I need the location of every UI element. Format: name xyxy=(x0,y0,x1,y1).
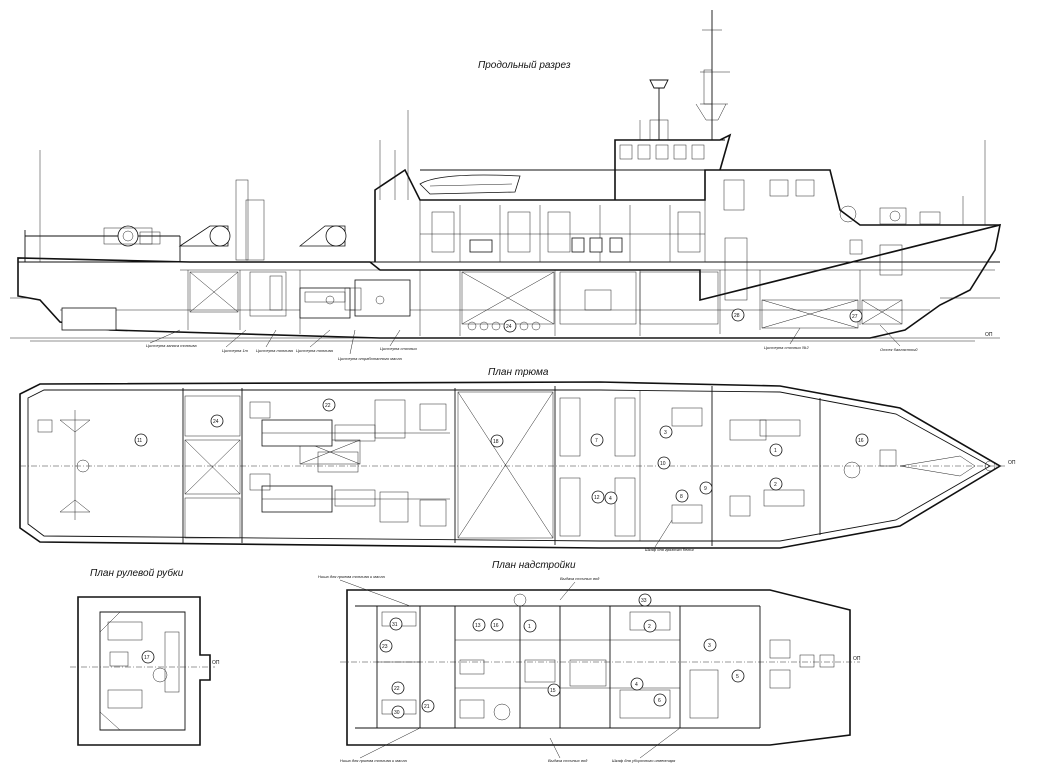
svg-text:13: 13 xyxy=(475,623,481,629)
profile-title: Продольный разрез xyxy=(478,60,571,71)
svg-text:18: 18 xyxy=(493,439,499,445)
frame-label-wheelhouse: ОП xyxy=(212,660,220,666)
svg-text:Цистерна топлива: Цистерна топлива xyxy=(296,348,334,353)
svg-text:1: 1 xyxy=(528,624,531,630)
svg-text:2: 2 xyxy=(774,482,777,488)
hold-plan-view: План трюма ОП xyxy=(19,367,1016,552)
svg-text:8: 8 xyxy=(680,494,683,500)
wheelhouse-plan-inner xyxy=(99,611,186,731)
svg-text:Цистерна сточных №2: Цистерна сточных №2 xyxy=(764,345,809,350)
svg-text:3: 3 xyxy=(708,643,711,649)
wheelhouse-room-marker xyxy=(141,650,155,664)
superstructure-plan-view: План надстройки ОП xyxy=(318,560,861,763)
svg-text:33: 33 xyxy=(641,598,647,604)
hold-plan-title: План трюма xyxy=(488,367,549,378)
svg-text:4: 4 xyxy=(609,496,612,502)
svg-text:9: 9 xyxy=(704,486,707,492)
svg-text:Ниша для приема топлива и масл: Ниша для приема топлива и масла xyxy=(318,574,385,579)
svg-text:31: 31 xyxy=(392,622,398,628)
superstructure-partitions xyxy=(376,606,761,728)
deckhouse-windows xyxy=(619,144,815,211)
bow-equipment xyxy=(839,205,941,255)
hold-plan-inner-hull xyxy=(27,389,991,542)
transom-block xyxy=(61,307,117,331)
svg-text:Шкаф для уборочного инвентаря: Шкаф для уборочного инвентаря xyxy=(612,758,676,763)
aft-compartment xyxy=(37,410,91,520)
wheelhouse-plan-view: План рулевой рубки ОП 17 xyxy=(70,567,220,746)
anchor-windlass-icon xyxy=(103,225,161,247)
hold-engines xyxy=(249,399,450,527)
hold-cabins xyxy=(559,397,996,537)
svg-text:Цистерна топлива: Цистерна топлива xyxy=(256,348,294,353)
svg-text:4: 4 xyxy=(635,682,638,688)
superstructure-room-markers: 31 23 21 30 22 15 13 16 4 5 6 1 2 3 33 xyxy=(379,593,745,719)
profile-room-markers: 24 28 27 xyxy=(467,308,863,333)
hold-room-markers: 11 24 22 18 7 12 3 1 2 16 10 4 8 9 xyxy=(134,398,869,505)
svg-text:Выдача сточных вод: Выдача сточных вод xyxy=(548,758,588,763)
profile-bulkheads xyxy=(187,270,861,336)
wheelhouse-console xyxy=(99,611,180,731)
svg-text:11: 11 xyxy=(137,438,142,444)
svg-text:15: 15 xyxy=(550,688,556,694)
profile-view: Продольный разрез xyxy=(10,10,1002,361)
frame-label-profile: ОП xyxy=(985,332,993,338)
wheelhouse-plan-title: План рулевой рубки xyxy=(90,567,184,579)
svg-text:Ниша для приема топлива и масл: Ниша для приема топлива и масла xyxy=(340,758,407,763)
svg-text:7: 7 xyxy=(595,438,598,444)
svg-text:16: 16 xyxy=(858,438,864,444)
liferaft-icon xyxy=(379,110,521,200)
superstructure-notes: Ниша для приема топлива и масла Выдача с… xyxy=(318,574,681,763)
svg-text:Цистерна отработанного масла: Цистерна отработанного масла xyxy=(338,356,403,361)
profile-tanks xyxy=(189,244,903,329)
svg-text:22: 22 xyxy=(394,686,400,692)
svg-text:27: 27 xyxy=(852,314,858,320)
svg-text:24: 24 xyxy=(506,324,512,330)
svg-text:24: 24 xyxy=(213,419,219,425)
svg-text:17: 17 xyxy=(144,655,150,661)
hold-plan-hull xyxy=(19,381,1002,549)
svg-text:12: 12 xyxy=(594,495,600,501)
svg-text:1: 1 xyxy=(774,448,777,454)
svg-text:21: 21 xyxy=(424,704,430,710)
svg-text:Цистерна 1т: Цистерна 1т xyxy=(222,348,249,353)
svg-text:Цистерна запаса топлива: Цистерна запаса топлива xyxy=(146,343,197,348)
svg-text:Выдача сточных вод: Выдача сточных вод xyxy=(560,576,600,581)
superstructure-furniture xyxy=(381,593,835,721)
svg-text:23: 23 xyxy=(382,644,388,650)
mast-icon xyxy=(695,10,730,140)
svg-text:10: 10 xyxy=(660,461,666,467)
svg-text:16: 16 xyxy=(493,623,499,629)
svg-text:22: 22 xyxy=(325,403,331,409)
radar-icon xyxy=(649,79,669,141)
superstructure-profile xyxy=(374,168,1000,262)
hold-bulkheads xyxy=(182,386,821,546)
superstructure-plan-title: План надстройки xyxy=(492,560,576,571)
svg-text:3: 3 xyxy=(664,430,667,436)
hold-tanks xyxy=(184,391,554,539)
profile-notes: Цистерна запаса топлива Цистерна 1т Цист… xyxy=(146,324,918,361)
svg-text:5: 5 xyxy=(736,674,739,680)
svg-text:2: 2 xyxy=(648,624,651,630)
lower-cabins xyxy=(559,237,748,325)
wheelhouse-plan-outline xyxy=(77,596,211,746)
svg-text:Цистерна сточных: Цистерна сточных xyxy=(380,346,418,351)
deckhouse-body xyxy=(419,199,706,263)
frame-label-hold: ОП xyxy=(1008,460,1016,466)
svg-text:30: 30 xyxy=(394,710,400,716)
aft-bulwark xyxy=(24,230,181,262)
hold-note-cabinet: Шкаф для грязного белья xyxy=(645,547,695,552)
svg-text:28: 28 xyxy=(734,313,740,319)
aft-deck-cylinders xyxy=(39,140,986,262)
superstructure-outline xyxy=(346,589,851,746)
deckhouse-partitions xyxy=(420,205,705,262)
frame-label-superstructure: ОП xyxy=(853,656,861,662)
engine-machinery xyxy=(249,271,411,319)
svg-text:Отсек балластный: Отсек балластный xyxy=(880,347,918,352)
svg-text:6: 6 xyxy=(658,698,661,704)
